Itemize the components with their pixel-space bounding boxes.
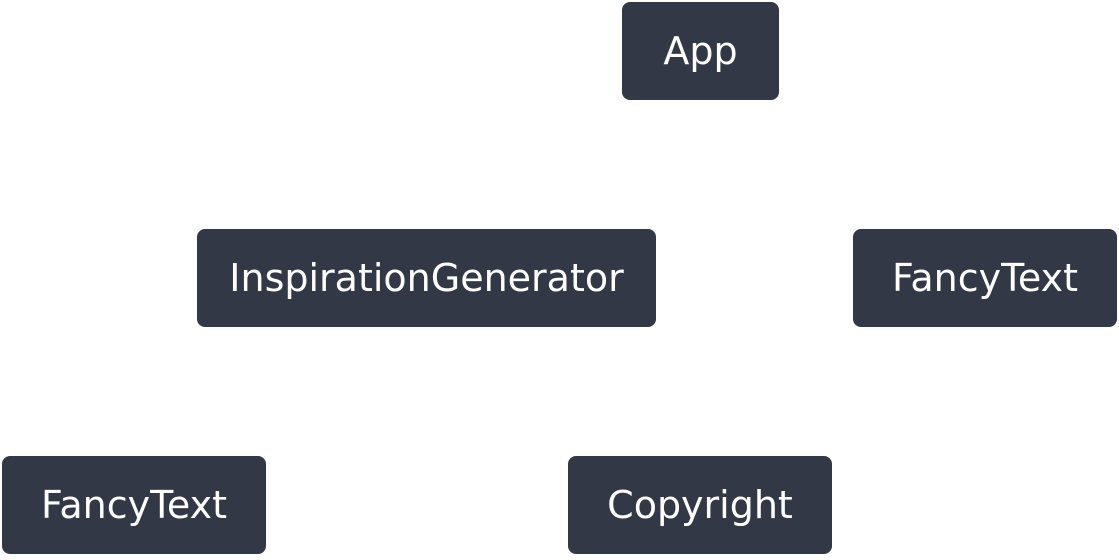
node-fancy-text-left: FancyText	[2, 456, 266, 554]
node-app-label: App	[663, 29, 738, 73]
node-app: App	[622, 2, 779, 100]
node-fancy-text-right-label: FancyText	[892, 256, 1078, 300]
node-fancy-text-right: FancyText	[853, 229, 1117, 327]
node-inspiration-generator-label: InspirationGenerator	[229, 256, 624, 300]
node-copyright-label: Copyright	[607, 483, 793, 527]
node-inspiration-generator: InspirationGenerator	[197, 229, 656, 327]
node-fancy-text-left-label: FancyText	[41, 483, 227, 527]
node-copyright: Copyright	[568, 456, 832, 554]
